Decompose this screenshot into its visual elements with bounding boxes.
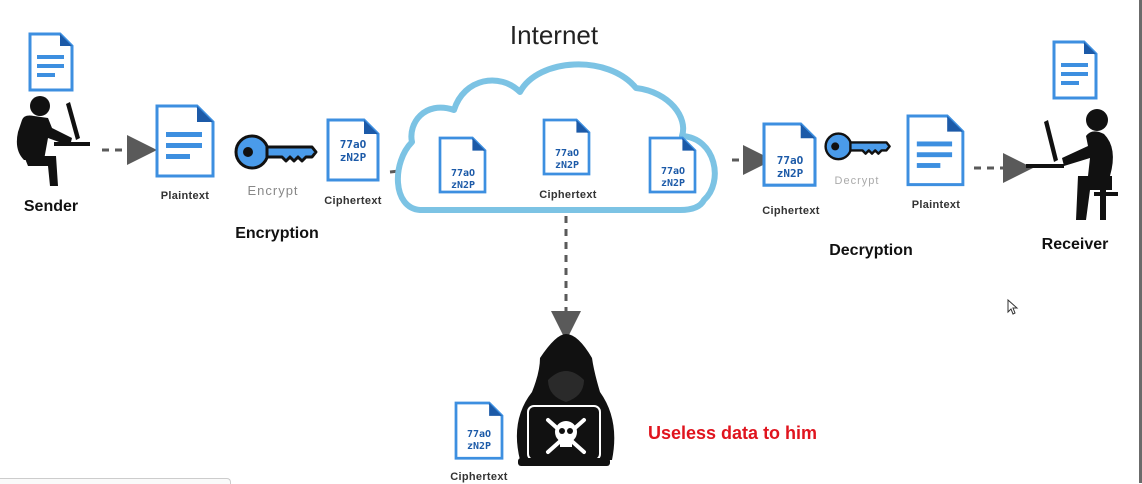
plaintext-document-icon <box>906 114 965 187</box>
cipher-line2: zN2P <box>555 160 579 171</box>
cipher-line1: 77aO <box>340 138 367 151</box>
mouse-cursor-icon <box>1007 298 1019 315</box>
ciphertext-label-right: Ciphertext <box>762 205 820 217</box>
receiver-label: Receiver <box>1041 236 1109 253</box>
useless-data-label: Useless data to him <box>648 423 818 443</box>
cloud-ciphertext-label: Ciphertext <box>539 189 597 201</box>
cloud-cipher-document-3: 77aO zN2P <box>648 136 697 194</box>
cipher-line1: 77aO <box>467 429 491 440</box>
cipher-line2: zN2P <box>451 180 475 191</box>
cloud-cipher-document-2: 77aO zN2P <box>542 118 591 176</box>
skull-crossbones-icon <box>546 418 586 454</box>
cipher-line2: zN2P <box>777 167 804 180</box>
person-at-computer-icon <box>16 96 90 186</box>
cipher-line1: 77aO <box>777 154 804 167</box>
plaintext-document-icon <box>155 104 215 178</box>
encrypt-key-icon <box>234 134 318 170</box>
cloud-cipher-document-1: 77aO zN2P <box>438 136 487 194</box>
window-edge <box>1139 0 1142 483</box>
plaintext-label: Plaintext <box>160 190 210 202</box>
internet-label: Internet <box>509 20 599 50</box>
bottom-scroll-strip <box>0 478 231 484</box>
cipher-line1: 77aO <box>451 168 475 179</box>
receiver-document-icon <box>1052 40 1098 100</box>
decryption-label: Decryption <box>829 242 913 259</box>
encryption-label: Encryption <box>235 225 319 242</box>
ciphertext-label: Ciphertext <box>324 195 382 207</box>
cipher-line1: 77aO <box>555 148 579 159</box>
encrypt-label: Encrypt <box>247 183 299 198</box>
decrypt-label: Decrypt <box>834 175 880 187</box>
sender-label: Sender <box>23 198 79 215</box>
cipher-line2: zN2P <box>467 441 491 452</box>
cipher-line1: 77aO <box>661 166 685 177</box>
hacker-ciphertext-label: Ciphertext <box>450 471 508 483</box>
ciphertext-document-icon: 77aO zN2P <box>454 401 504 460</box>
plaintext-label-right: Plaintext <box>911 199 961 211</box>
ciphertext-document-icon: 77aO zN2P <box>762 122 817 187</box>
decrypt-key-icon <box>824 132 891 161</box>
cipher-line2: zN2P <box>661 178 685 189</box>
cipher-line2: zN2P <box>340 151 367 164</box>
person-at-computer-icon <box>1026 109 1118 220</box>
sender-document-icon <box>28 32 74 92</box>
ciphertext-document-icon: 77aO zN2P <box>326 118 380 182</box>
